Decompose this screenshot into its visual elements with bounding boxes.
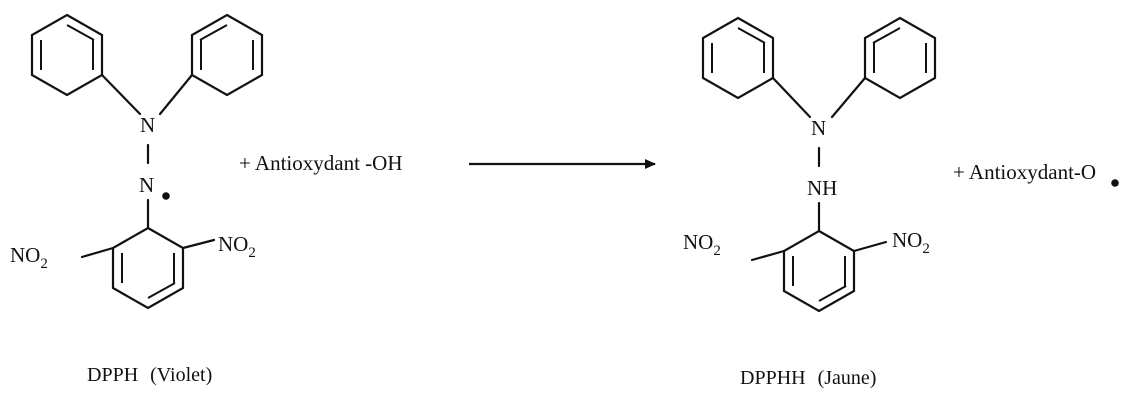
- nitro-group-left: NO2: [10, 243, 48, 272]
- dpphh-molecule: N NH NO2 NO2 DPPHH(Jaune): [683, 16, 937, 389]
- bond-nitro-right: [181, 238, 216, 250]
- hydrazyl-n-atom: N: [139, 173, 154, 197]
- nitro-group-right: NO2: [892, 228, 930, 257]
- radical-dot: [1111, 179, 1119, 187]
- dpphh-caption: DPPHH(Jaune): [740, 367, 876, 389]
- radical-dot: [162, 192, 170, 200]
- dpph-molecule: N N NO2 NO2 DPPH(Violet): [10, 13, 264, 386]
- antioxidant-radical-product: + Antioxydant-O: [953, 160, 1096, 184]
- hydrazine-nh-atom: NH: [807, 176, 837, 200]
- amine-n-atom: N: [811, 116, 826, 140]
- bond-ring-to-n: [830, 76, 867, 119]
- phenyl-ring-right: [190, 13, 264, 97]
- dinitrophenyl-ring: [782, 229, 856, 313]
- bond-ring-to-n: [771, 76, 812, 119]
- phenyl-ring-left: [30, 13, 104, 97]
- bond-ring-to-n: [100, 73, 142, 116]
- nitro-group-right: NO2: [218, 232, 256, 261]
- bond-nitro-right: [852, 240, 888, 253]
- bond-nitro-left: [750, 249, 786, 262]
- nitro-group-left: NO2: [683, 230, 721, 259]
- phenyl-ring-right: [863, 16, 937, 100]
- dpph-caption: DPPH(Violet): [87, 364, 212, 386]
- dinitrophenyl-ring: [111, 226, 185, 310]
- antioxidant-reagent: + Antioxydant -OH: [239, 151, 403, 175]
- amine-n-atom: N: [140, 113, 155, 137]
- bond-nitro-left: [80, 246, 115, 259]
- bond-ring-to-n: [158, 73, 194, 116]
- phenyl-ring-left: [701, 16, 775, 100]
